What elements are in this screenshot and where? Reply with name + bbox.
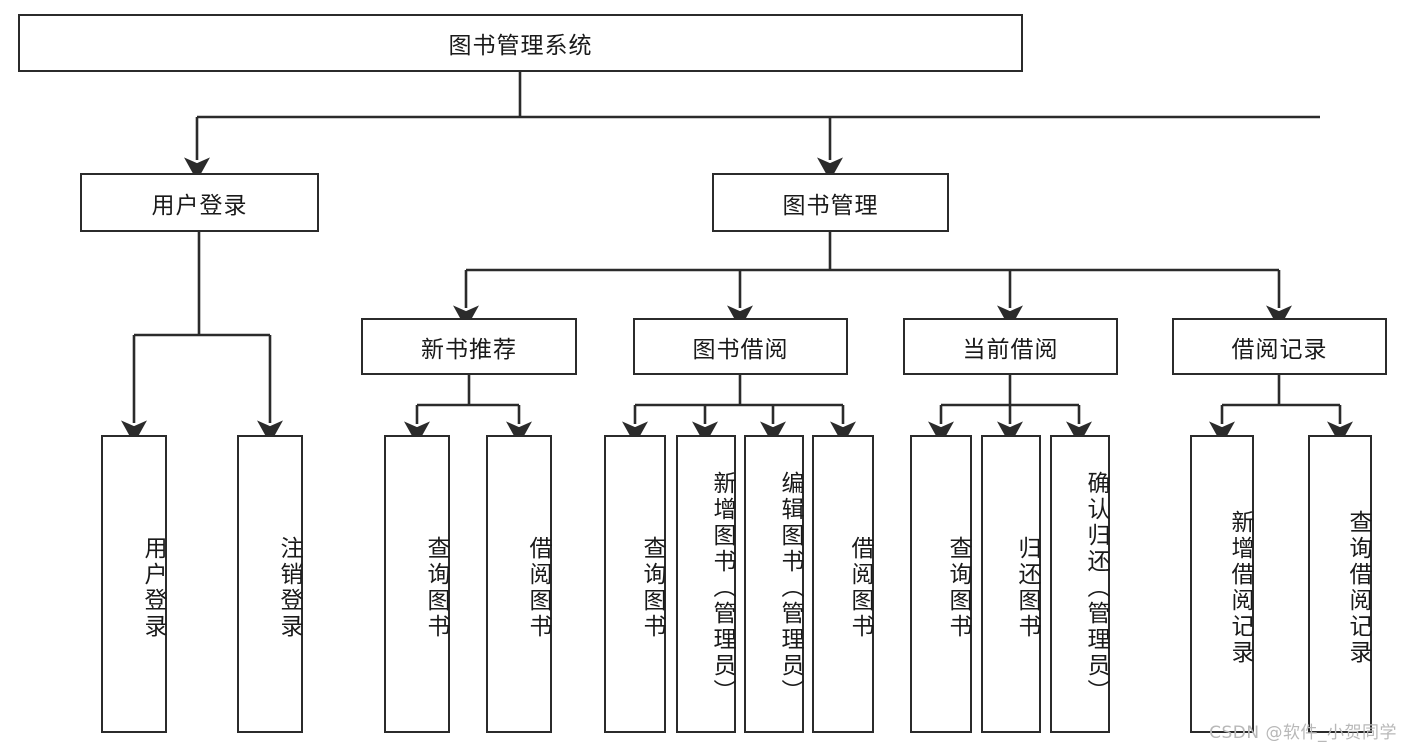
node-leaf-borrow-book-1-label: 借阅图书 (525, 536, 551, 640)
node-leaf-confirm-return-label: 确认归还（管理员） (1083, 471, 1109, 705)
node-leaf-query-record[interactable]: 查询借阅记录 (1308, 435, 1372, 733)
node-leaf-user-login[interactable]: 用户登录 (101, 435, 167, 733)
node-leaf-query-book-2[interactable]: 查询图书 (604, 435, 666, 733)
node-current-borrow[interactable]: 当前借阅 (903, 318, 1118, 375)
node-leaf-return-book-label: 归还图书 (1014, 536, 1040, 640)
node-leaf-query-book-2-label: 查询图书 (639, 536, 665, 640)
node-leaf-logout[interactable]: 注销登录 (237, 435, 303, 733)
node-borrow-record-label: 借阅记录 (1231, 336, 1328, 363)
node-leaf-query-record-label: 查询借阅记录 (1345, 510, 1371, 666)
node-borrow-record[interactable]: 借阅记录 (1172, 318, 1387, 375)
node-leaf-borrow-book-1[interactable]: 借阅图书 (486, 435, 552, 733)
node-current-borrow-label: 当前借阅 (962, 336, 1059, 363)
node-leaf-query-book-3-label: 查询图书 (945, 536, 971, 640)
node-leaf-user-login-label: 用户登录 (140, 536, 166, 640)
node-leaf-add-book[interactable]: 新增图书（管理员） (676, 435, 736, 733)
node-leaf-borrow-book-2[interactable]: 借阅图书 (812, 435, 874, 733)
node-leaf-edit-book-label: 编辑图书（管理员） (777, 471, 803, 705)
node-book-manage-label: 图书管理 (782, 192, 879, 219)
node-leaf-query-book-3[interactable]: 查询图书 (910, 435, 972, 733)
node-user-login-label: 用户登录 (151, 192, 248, 219)
node-new-book-rec-label: 新书推荐 (421, 336, 517, 363)
node-leaf-query-book-1[interactable]: 查询图书 (384, 435, 450, 733)
node-leaf-edit-book[interactable]: 编辑图书（管理员） (744, 435, 804, 733)
node-leaf-add-record-label: 新增借阅记录 (1227, 510, 1253, 666)
node-leaf-query-book-1-label: 查询图书 (423, 536, 449, 640)
watermark-text: CSDN @软件_小贺同学 (1209, 723, 1397, 743)
node-leaf-add-record[interactable]: 新增借阅记录 (1190, 435, 1254, 733)
node-leaf-return-book[interactable]: 归还图书 (981, 435, 1041, 733)
node-user-login[interactable]: 用户登录 (80, 173, 319, 232)
node-leaf-logout-label: 注销登录 (276, 536, 302, 640)
node-book-manage[interactable]: 图书管理 (712, 173, 949, 232)
node-leaf-add-book-label: 新增图书（管理员） (709, 471, 735, 705)
node-leaf-confirm-return[interactable]: 确认归还（管理员） (1050, 435, 1110, 733)
node-book-borrow[interactable]: 图书借阅 (633, 318, 848, 375)
node-leaf-borrow-book-2-label: 借阅图书 (847, 536, 873, 640)
node-new-book-rec[interactable]: 新书推荐 (361, 318, 577, 375)
node-root-label: 图书管理系统 (448, 33, 593, 59)
node-book-borrow-label: 图书借阅 (692, 336, 789, 363)
node-root[interactable]: 图书管理系统 (18, 14, 1023, 72)
